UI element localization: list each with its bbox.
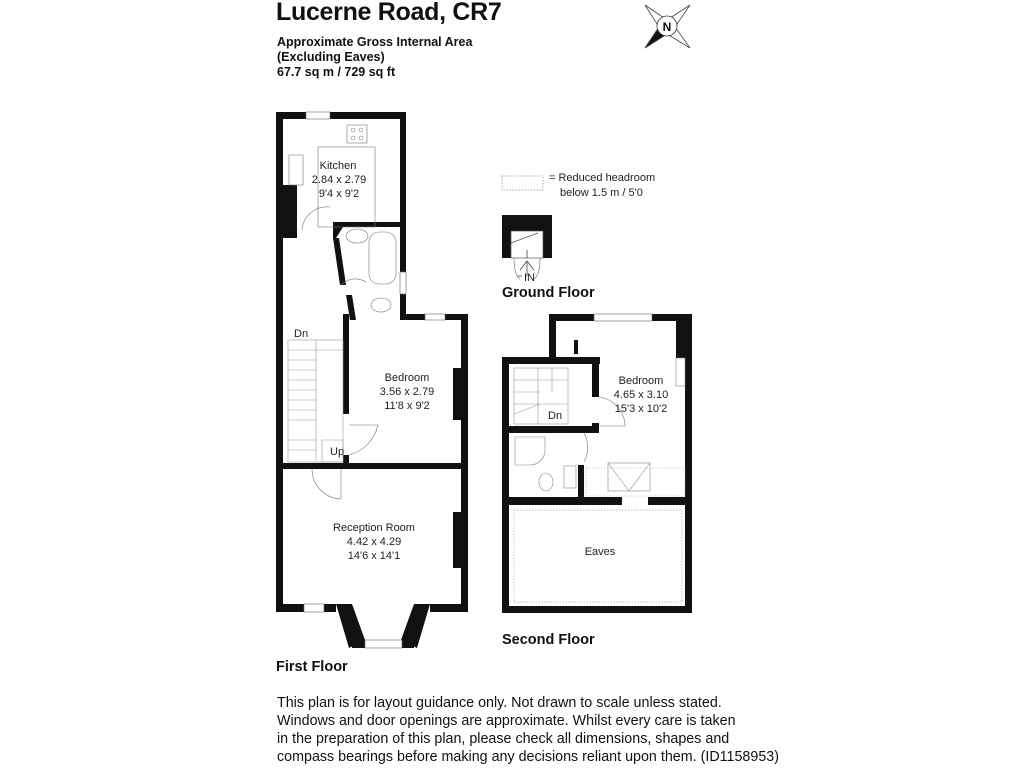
staircase-icon <box>287 339 344 463</box>
entrance-arrow-icon <box>518 250 535 277</box>
bedroom-name: Bedroom <box>385 372 430 384</box>
kitchen-name: Kitchen <box>320 160 357 172</box>
area-value: 67.7 sq m / 729 sq ft <box>277 65 396 79</box>
stair-down-label: Dn <box>294 328 308 340</box>
area-label: Approximate Gross Internal Area <box>277 35 473 49</box>
disclaimer-line: in the preparation of this plan, please … <box>277 731 730 747</box>
hob-icon <box>346 124 368 144</box>
reception-name: Reception Room <box>333 522 415 534</box>
disclaimer-line: compass bearings before making any decis… <box>277 749 779 765</box>
sink-icon <box>288 154 304 186</box>
second-floor-plan: Dn Bedroom 4.65 x 3.10 15'3 x 10'2 Eaves… <box>502 313 692 648</box>
shower-icon <box>514 436 546 466</box>
basin-icon <box>563 465 577 489</box>
bedroom-metric: 3.56 x 2.79 <box>380 386 434 398</box>
eaves-area <box>513 509 683 603</box>
legend: = Reduced headroom below 1.5 m / 5'0 <box>501 172 655 199</box>
property-title: Lucerne Road, CR7 <box>276 0 502 26</box>
reception-metric: 4.42 x 4.29 <box>347 536 401 548</box>
second-bedroom-imperial: 15'3 x 10'2 <box>615 403 668 415</box>
compass-icon: N <box>644 4 691 49</box>
eaves-label: Eaves <box>585 546 616 558</box>
toilet-icon <box>370 297 392 313</box>
bedroom-imperial: 11'8 x 9'2 <box>384 400 430 412</box>
second-floor-title: Second Floor <box>502 632 595 648</box>
ground-floor-title: Ground Floor <box>502 285 595 301</box>
basin-icon <box>345 228 369 244</box>
skylight-icon <box>607 462 651 492</box>
bath-icon <box>368 231 397 285</box>
stair-down-label-2: Dn <box>548 410 562 422</box>
first-floor-plan: Dn Up Kitchen 2.84 x 2.79 9'4 x 9'2 Bedr… <box>276 111 468 675</box>
reduced-headroom-swatch <box>501 175 544 191</box>
disclaimer: This plan is for layout guidance only. N… <box>277 694 797 766</box>
entrance-label: IN <box>524 272 535 284</box>
kitchen-imperial: 9'4 x 9'2 <box>319 188 359 200</box>
reception-imperial: 14'6 x 14'1 <box>348 550 401 562</box>
kitchen-metric: 2.84 x 2.79 <box>312 174 366 186</box>
second-bedroom-name: Bedroom <box>619 375 664 387</box>
compass-north-label: N <box>663 20 672 34</box>
stair-up-label: Up <box>330 446 344 458</box>
disclaimer-line: This plan is for layout guidance only. N… <box>277 695 722 711</box>
staircase-icon <box>513 367 569 425</box>
legend-line1: = Reduced headroom <box>549 172 655 184</box>
second-bedroom-metric: 4.65 x 3.10 <box>614 389 668 401</box>
toilet-icon <box>538 472 554 492</box>
area-note: (Excluding Eaves) <box>277 50 385 64</box>
disclaimer-line: Windows and door openings are approximat… <box>277 713 736 729</box>
ground-floor-plan: IN Ground Floor <box>502 215 595 301</box>
first-floor-title: First Floor <box>276 659 348 675</box>
legend-line2: below 1.5 m / 5'0 <box>560 187 643 199</box>
